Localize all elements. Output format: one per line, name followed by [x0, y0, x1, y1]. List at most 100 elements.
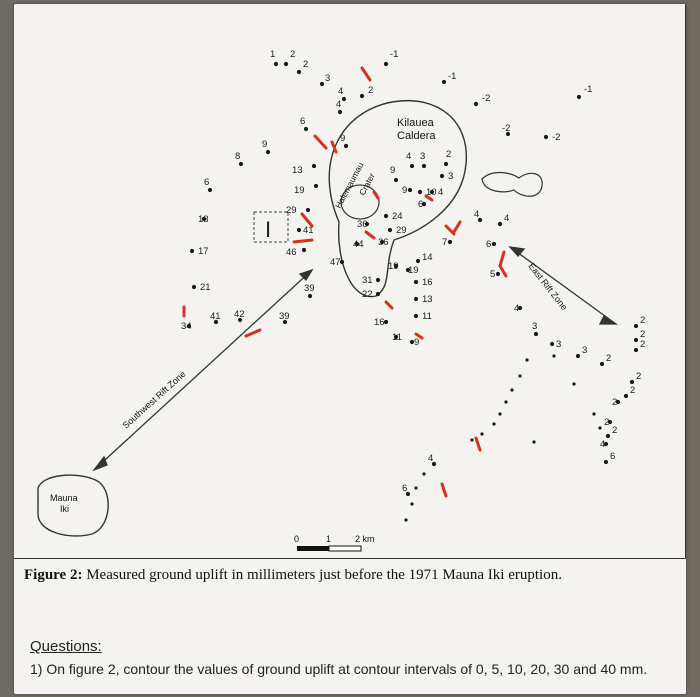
uplift-value: 4	[406, 151, 411, 162]
station-dot	[339, 259, 345, 265]
station-dot	[207, 187, 213, 193]
uplift-value: 2	[606, 353, 611, 364]
uplift-value: 29	[396, 225, 407, 236]
survey-dot	[504, 400, 508, 404]
uplift-value: 2	[636, 371, 641, 382]
station-dot	[307, 293, 313, 299]
station-dot	[393, 263, 399, 269]
uplift-value: 2	[612, 425, 617, 436]
survey-dot	[598, 426, 602, 430]
station-dot	[605, 433, 611, 439]
mauna-iki-label-line1: Mauna	[50, 493, 78, 503]
red-fissure-mark	[424, 194, 434, 202]
uplift-value: 3	[582, 345, 587, 356]
red-fissure-mark	[300, 212, 314, 228]
caldera-outline	[328, 100, 467, 298]
red-fissure-mark	[330, 140, 338, 154]
uplift-value: 6	[418, 199, 423, 210]
uplift-value: 34	[181, 321, 192, 332]
station-dot	[393, 334, 399, 340]
uplift-value: 3	[325, 73, 330, 84]
survey-dot	[470, 438, 474, 442]
station-dot	[319, 81, 325, 87]
station-dot	[431, 461, 437, 467]
red-fissure-mark	[384, 300, 394, 310]
uplift-value: 2	[612, 397, 617, 408]
station-dot	[633, 347, 639, 353]
station-dot	[375, 277, 381, 283]
caldera-label-line1: Kilauea	[397, 117, 435, 129]
uplift-value: 39	[304, 283, 315, 294]
uplift-value: 47	[330, 257, 341, 268]
station-dot	[409, 339, 415, 345]
uplift-value: 4	[338, 86, 343, 97]
station-dot	[405, 267, 411, 273]
uplift-value: 11	[392, 332, 402, 343]
station-dot	[265, 149, 271, 155]
uplift-value: 3	[420, 151, 425, 162]
uplift-value: 9	[414, 337, 419, 348]
uplift-value: 6	[204, 177, 209, 188]
uplift-value: 16	[422, 277, 433, 288]
survey-dot	[414, 486, 418, 490]
uplift-value: 39	[279, 311, 290, 322]
station-dot	[296, 69, 302, 75]
survey-dot	[480, 432, 484, 436]
station-dot	[359, 93, 365, 99]
station-dot	[191, 284, 197, 290]
uplift-value: 9	[340, 133, 345, 144]
survey-dot	[510, 388, 514, 392]
station-dot	[283, 61, 289, 67]
station-dot	[417, 189, 423, 195]
station-dot	[305, 207, 311, 213]
uplift-value: 41	[210, 311, 221, 322]
station-dot	[364, 221, 370, 227]
scale-label-1: 1	[326, 534, 331, 544]
uplift-value: 11	[422, 311, 432, 322]
station-dot	[189, 248, 195, 254]
station-dot	[439, 173, 445, 179]
uplift-value: 21	[200, 282, 211, 293]
station-dot	[311, 163, 317, 169]
red-fissure-mark	[313, 134, 328, 150]
uplift-value: 3	[532, 321, 537, 332]
southwest-rift-arrow	[92, 268, 314, 472]
survey-dot	[422, 472, 426, 476]
station-dot	[303, 126, 309, 132]
survey-dot	[572, 382, 576, 386]
station-dot	[549, 341, 555, 347]
station-dot	[623, 393, 629, 399]
survey-dot	[410, 502, 414, 506]
station-dot	[375, 291, 381, 297]
uplift-value: 46	[286, 247, 297, 258]
survey-dot	[532, 440, 536, 444]
caption-label: Figure 2:	[24, 567, 83, 583]
station-dot	[186, 323, 192, 329]
figure-caption: Figure 2: Measured ground uplift in mill…	[24, 566, 674, 585]
red-fissure-mark	[364, 230, 376, 240]
station-dot	[543, 134, 549, 140]
uplift-value: 22	[362, 289, 373, 300]
uplift-value: 44	[353, 239, 364, 250]
uplift-value: -1	[390, 49, 398, 60]
station-dot	[447, 239, 453, 245]
station-dot	[575, 353, 581, 359]
station-dot	[421, 163, 427, 169]
station-dot	[491, 241, 497, 247]
uplift-value: 2	[303, 59, 308, 70]
station-dot	[576, 94, 582, 100]
uplift-value: 6	[610, 451, 615, 462]
station-dot	[341, 96, 347, 102]
uplift-value: 24	[392, 211, 403, 222]
survey-dot	[518, 374, 522, 378]
station-dot	[413, 313, 419, 319]
survey-dot	[592, 412, 596, 416]
station-dot	[413, 296, 419, 302]
station-dot	[607, 419, 613, 425]
caldera-label-line2: Caldera	[397, 130, 436, 142]
uplift-value: 8	[235, 151, 240, 162]
uplift-value: 6	[486, 239, 491, 250]
station-dot	[213, 319, 219, 325]
station-dot	[533, 331, 539, 337]
